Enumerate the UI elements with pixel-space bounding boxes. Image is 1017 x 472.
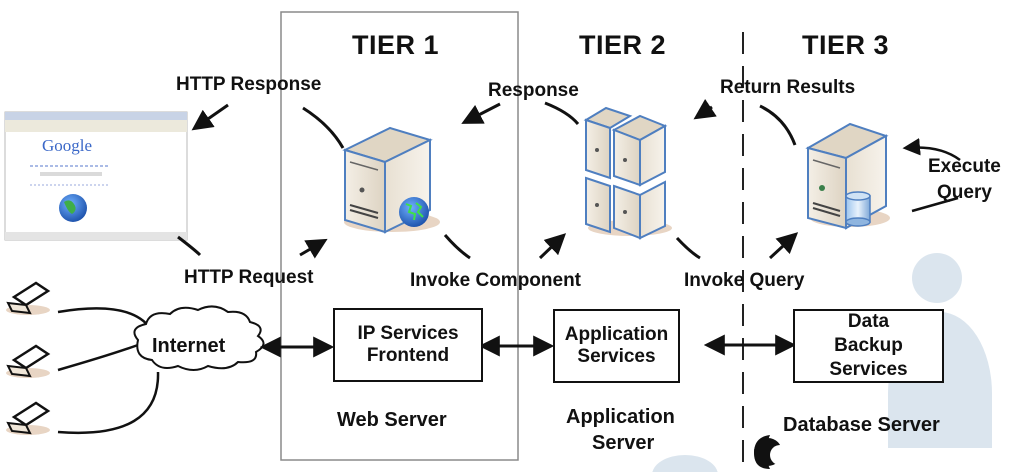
data-backup-line1: Data — [847, 311, 890, 332]
internet-label: Internet — [152, 335, 226, 357]
database-server-label: Database Server — [783, 414, 940, 436]
tier-2-heading: TIER 2 — [579, 30, 667, 60]
laptop-icon — [6, 401, 51, 435]
tier-3-heading: TIER 3 — [802, 30, 890, 60]
internet-cloud-icon — [133, 305, 265, 371]
data-backup-line2: Backup — [834, 335, 903, 356]
data-backup-line3: Services — [829, 359, 908, 380]
web-server-label: Web Server — [337, 409, 447, 431]
return-results-label: Return Results — [720, 77, 856, 98]
database-server-icon — [805, 122, 890, 230]
decor-circle-bottom — [652, 455, 718, 472]
globe-icon — [399, 197, 429, 227]
laptop-icon — [6, 344, 51, 378]
laptop-icon — [6, 281, 51, 315]
web-server-icon — [342, 126, 440, 234]
http-response-label: HTTP Response — [176, 74, 322, 95]
browser-google-logo: Google — [42, 136, 93, 155]
application-server-cluster-icon — [583, 106, 672, 240]
execute-query-label-line1: Execute — [928, 156, 1001, 177]
ip-services-line1: IP Services — [357, 323, 459, 344]
invoke-component-label: Invoke Component — [410, 270, 582, 291]
http-request-label: HTTP Request — [184, 267, 314, 288]
application-services-line2: Services — [577, 346, 656, 367]
invoke-query-label: Invoke Query — [684, 270, 805, 291]
application-server-label-line2: Server — [592, 432, 655, 454]
tier-1-heading: TIER 1 — [352, 30, 440, 60]
decor-circle-small — [912, 253, 962, 303]
execute-query-label-line2: Query — [937, 182, 992, 203]
response-label: Response — [488, 80, 579, 101]
application-services-line1: Application — [564, 324, 669, 345]
tier1-frame — [280, 11, 519, 461]
ip-services-line2: Frontend — [366, 345, 450, 366]
browser-window — [4, 111, 188, 241]
database-cylinder-icon — [845, 191, 871, 227]
client-laptops — [6, 281, 51, 435]
application-server-label-line1: Application — [566, 406, 675, 428]
